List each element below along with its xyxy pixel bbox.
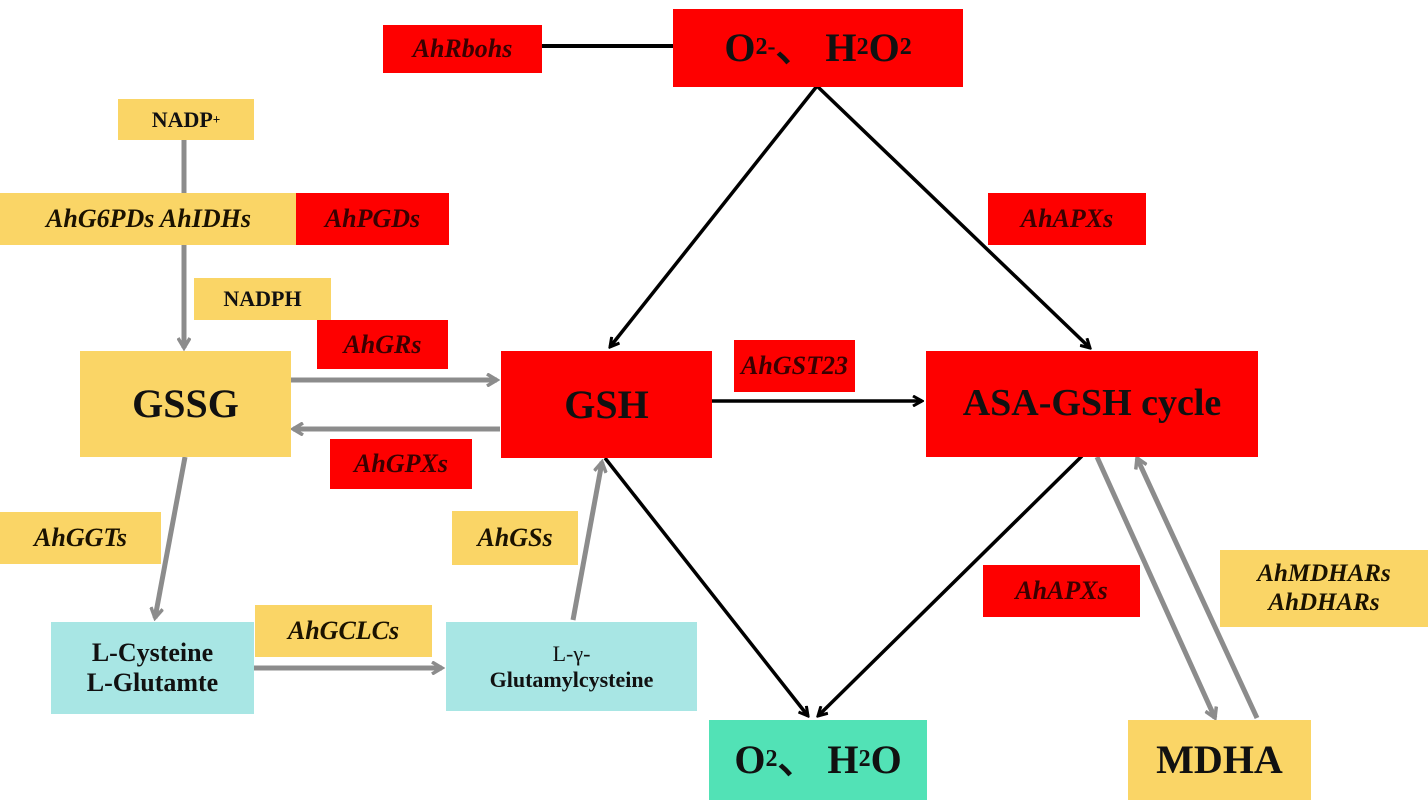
gene-label-ggts: AhGGTs (0, 512, 161, 564)
node-mdha: MDHA (1128, 720, 1311, 800)
o2h2o-sep-h: 、 H (777, 737, 859, 782)
gene-label-apxs-top: AhAPXs (988, 193, 1146, 245)
gene-label-gpxs: AhGPXs (330, 439, 472, 489)
arrow-ros-to-gsh (610, 84, 819, 347)
glu-line: L-Glutamte (86, 668, 219, 697)
arrow-gssg-to-cys (155, 456, 188, 618)
dhars-line: AhDHARs (1268, 588, 1380, 616)
node-gssg: GSSG (80, 351, 291, 457)
o2h2o-o: O (734, 737, 766, 782)
nadp-sup: + (212, 111, 221, 127)
gene-label-gss: AhGSs (452, 511, 578, 565)
arrow-ros-to-asa (815, 84, 1090, 348)
ros-o: O (724, 25, 756, 70)
node-nadp: NADP+ (118, 99, 254, 140)
node-gamma-glutamylcysteine: L-γ- Glutamylcysteine (446, 622, 697, 711)
gene-label-pgds: AhPGDs (296, 193, 449, 245)
nadp-base: NADP (151, 106, 213, 132)
arrow-gglucys-to-gsh (570, 462, 602, 621)
gene-label-mdhars-dhars: AhMDHARs AhDHARs (1220, 550, 1428, 627)
ros-sup-minus: - (767, 34, 776, 61)
o2h2o-o2: O (870, 737, 902, 782)
arrow-asa-to-o2h2o (818, 454, 1084, 716)
o2h2o-sub-2: 2 (765, 746, 778, 773)
node-gsh: GSH (501, 351, 712, 458)
arrow-gsh-to-o2h2o (603, 456, 808, 716)
mdhars-line: AhMDHARs (1257, 559, 1391, 587)
gene-label-apxs-bottom: AhAPXs (983, 565, 1140, 617)
gene-label-gclcs: AhGCLCs (255, 605, 432, 657)
ros-sep-h: 、 H (775, 25, 857, 70)
gene-label-grs: AhGRs (317, 320, 448, 369)
ros-sub-2b: 2 (856, 34, 869, 61)
gene-label-g6pds-idhs: AhG6PDs AhIDHs (0, 193, 297, 245)
gamma-line1: L-γ- (552, 641, 591, 667)
node-nadph: NADPH (194, 278, 331, 320)
cys-line: L-Cysteine (91, 638, 214, 668)
o2h2o-sub-2b: 2 (858, 746, 871, 773)
arrow-mdha-to-asa (1137, 458, 1260, 720)
gamma-line2: Glutamylcysteine (489, 666, 654, 692)
ros-sub-2: 2 (755, 34, 768, 61)
gene-label-gst23: AhGST23 (734, 340, 855, 392)
gene-label-rbohs: AhRbohs (383, 25, 542, 73)
ros-o2: O (868, 25, 900, 70)
node-asa-gsh-cycle: ASA-GSH cycle (926, 351, 1258, 457)
arrow-asa-to-mdha (1094, 455, 1215, 718)
ros-sub-2c: 2 (899, 34, 912, 61)
node-cys-glu: L-Cysteine L-Glutamte (51, 622, 254, 714)
